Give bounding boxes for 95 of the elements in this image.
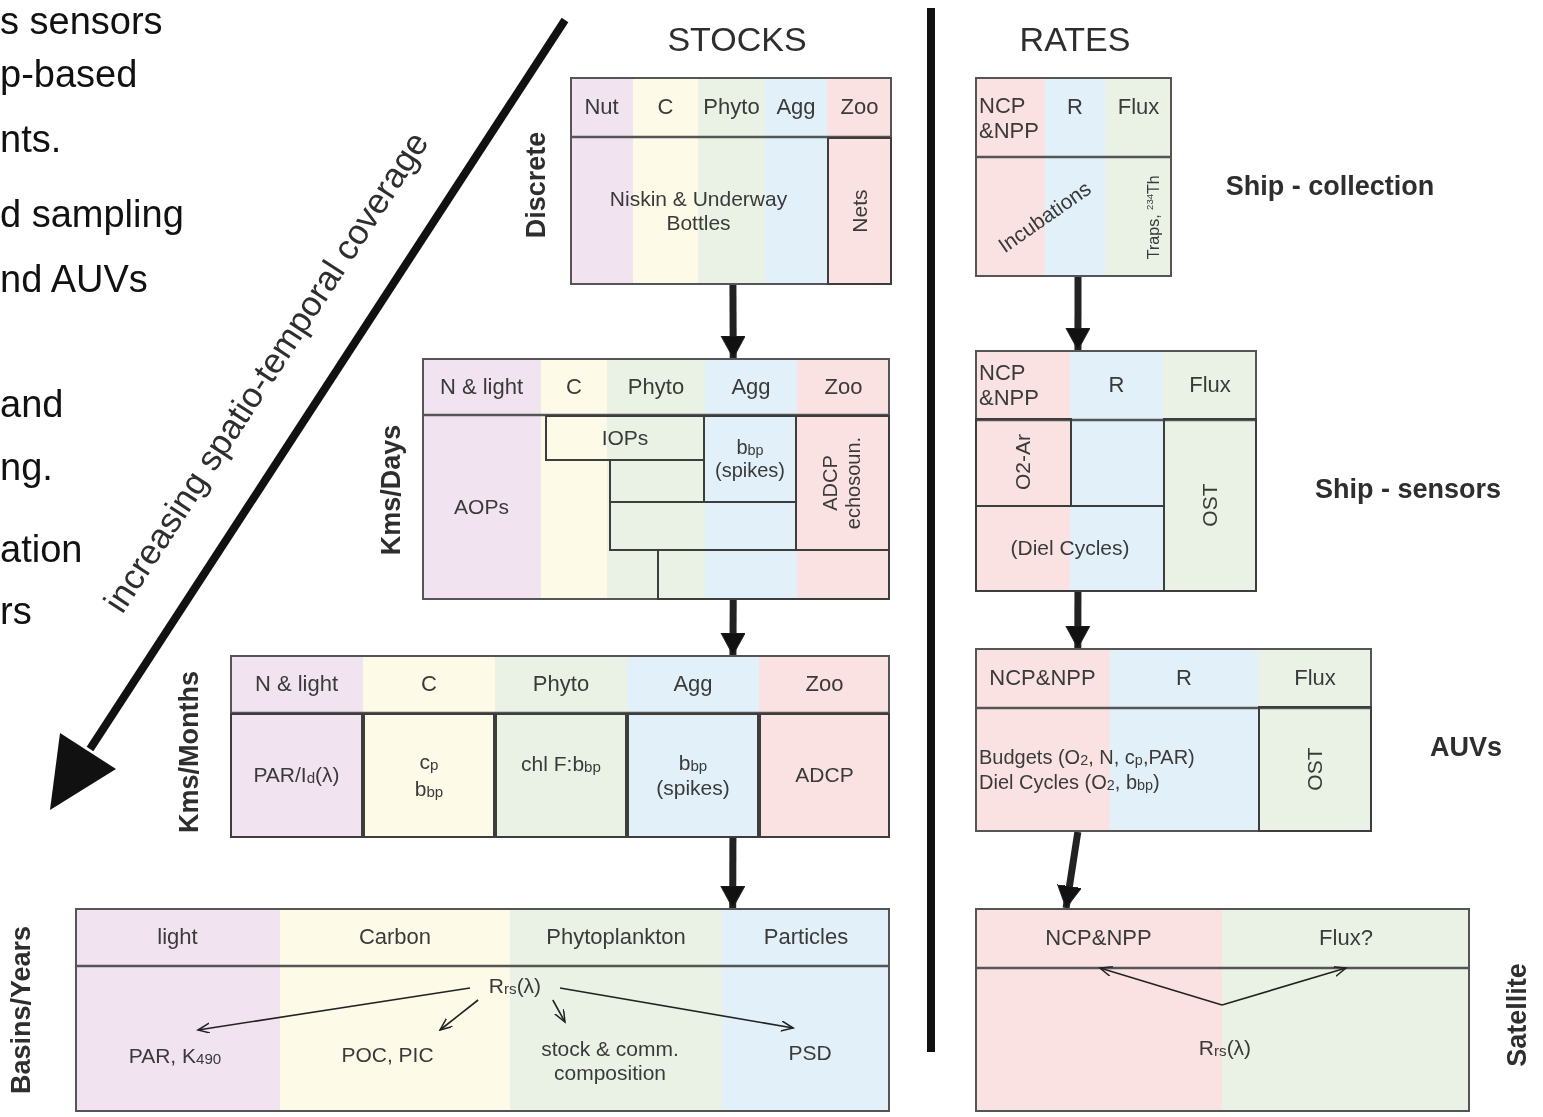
cell-text: Niskin & Underway Bottles — [608, 186, 789, 236]
table-cell — [975, 418, 1072, 507]
column-header: Agg — [673, 671, 713, 697]
table-panel — [75, 908, 890, 1112]
column-header: Zoo — [824, 373, 863, 400]
column-header: Agg — [731, 373, 771, 400]
column-header: NCP&NPP — [989, 665, 1096, 691]
column-header: Phyto — [532, 671, 590, 697]
slide-text: nd AUVs — [0, 258, 148, 302]
cell-text: (Diel Cycles) — [1010, 536, 1130, 561]
column-header: Phyto — [627, 373, 685, 400]
slide-text: nts. — [0, 118, 62, 162]
arrow — [720, 838, 746, 909]
table-cell — [230, 713, 363, 838]
slide-text: ng. — [0, 446, 53, 490]
cell-text: stock & comm. composition — [540, 1036, 680, 1086]
column-header: R — [1108, 372, 1125, 398]
table-cell — [1163, 418, 1257, 592]
arrow — [197, 987, 471, 1034]
cell-text: POC, PIC — [341, 1042, 434, 1068]
column-header: Agg — [776, 94, 816, 120]
arrow — [439, 999, 479, 1031]
column-header: NCP &NPP — [979, 359, 1039, 411]
cell-text: OST — [1197, 483, 1222, 527]
column-header: Carbon — [358, 924, 432, 950]
column-header: N & light — [439, 373, 524, 400]
side-label: AUVs — [1430, 732, 1502, 764]
column-header: Zoo — [805, 671, 844, 697]
column-header: C — [421, 671, 437, 697]
column-header: R — [1067, 94, 1083, 120]
table-panel — [975, 648, 1372, 832]
column-header: C — [657, 94, 674, 120]
table-cell — [795, 415, 890, 551]
table-panel — [570, 77, 892, 285]
table-cell — [1258, 706, 1372, 832]
arrow — [1057, 831, 1082, 909]
table-panel — [230, 655, 890, 838]
table-panel — [975, 77, 1172, 277]
column-header: R — [1176, 665, 1192, 691]
column-header: Flux — [1117, 94, 1160, 120]
arrow — [720, 599, 746, 656]
slide-text: s sensors — [0, 0, 163, 44]
arrow — [552, 999, 566, 1023]
column-title: RATES — [1019, 20, 1131, 60]
column-header: Flux? — [1319, 925, 1373, 951]
table-cell — [975, 505, 1165, 592]
column-header: Phytoplankton — [546, 924, 686, 950]
cell-text: ADCP — [795, 763, 854, 788]
slide-text: d sampling — [0, 193, 184, 237]
side-label: Satellite — [1502, 963, 1534, 1067]
table-cell — [657, 549, 890, 600]
side-label: Ship - sensors — [1315, 474, 1501, 506]
slide-text: rs — [0, 590, 32, 634]
table-panel — [975, 350, 1257, 592]
table-cell — [759, 713, 890, 838]
slide-text: and — [0, 383, 64, 427]
column-header: Nut — [584, 94, 619, 120]
column-header: Flux — [1189, 372, 1231, 398]
table-cell — [495, 713, 627, 838]
cell-text: OST — [1302, 747, 1327, 791]
table-cell — [827, 137, 892, 285]
side-label: Basins/Years — [6, 925, 38, 1095]
column-header: Particles — [763, 924, 849, 950]
column-header: Flux — [1294, 665, 1336, 691]
column-header: light — [157, 924, 198, 950]
column-header: C — [566, 373, 582, 400]
column-header: NCP &NPP — [979, 92, 1039, 144]
cell-text: AOPs — [454, 495, 509, 520]
column-header: Phyto — [703, 94, 760, 120]
side-label: Discrete — [521, 131, 553, 239]
arrow — [1065, 592, 1091, 649]
table-panel — [975, 908, 1470, 1112]
arrow — [1065, 277, 1091, 351]
side-label: Ship - collection — [1225, 171, 1435, 203]
cell-text: PSD — [788, 1040, 832, 1066]
arrow — [559, 987, 794, 1032]
arrow — [1099, 965, 1223, 1006]
arrow — [1221, 965, 1347, 1006]
cell-text: O2-Ar — [1011, 434, 1036, 491]
cell-text: ADCP echosoun. — [819, 436, 866, 530]
column-header: Zoo — [840, 94, 879, 120]
table-panel — [422, 358, 890, 600]
cell-text: IOPs — [601, 425, 649, 451]
table-cell — [627, 713, 759, 838]
column-header: N & light — [254, 671, 339, 697]
table-cell — [545, 415, 705, 461]
slide-text: ation — [0, 528, 83, 572]
arrow — [720, 285, 746, 359]
side-label: Kms/Months — [174, 671, 206, 833]
side-label: Kms/Days — [376, 424, 408, 556]
slide-text: p-based — [0, 53, 138, 97]
column-header: NCP&NPP — [1045, 925, 1152, 951]
table-cell — [363, 713, 495, 838]
column-title: STOCKS — [667, 20, 807, 60]
cell-text: Nets — [847, 189, 872, 233]
